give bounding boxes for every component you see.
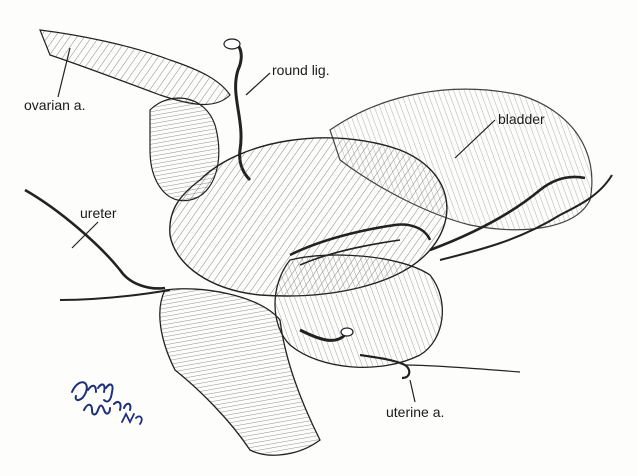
- artist-signature: [66, 370, 146, 430]
- label-uterine-artery: uterine a.: [386, 405, 444, 419]
- label-ovarian-artery: ovarian a.: [24, 98, 85, 112]
- leader-uterine: [410, 380, 415, 402]
- lower-uterine-segment: [275, 255, 442, 367]
- label-bladder: bladder: [498, 112, 545, 126]
- ureter-lower: [60, 290, 170, 300]
- right-lower-line: [405, 365, 520, 372]
- round-ligament-end: [224, 39, 240, 49]
- label-ureter: ureter: [80, 206, 117, 220]
- label-round-ligament: round lig.: [272, 63, 330, 77]
- stump-end: [341, 328, 353, 336]
- leader-round: [246, 73, 270, 95]
- fallopian-tube: [40, 30, 230, 104]
